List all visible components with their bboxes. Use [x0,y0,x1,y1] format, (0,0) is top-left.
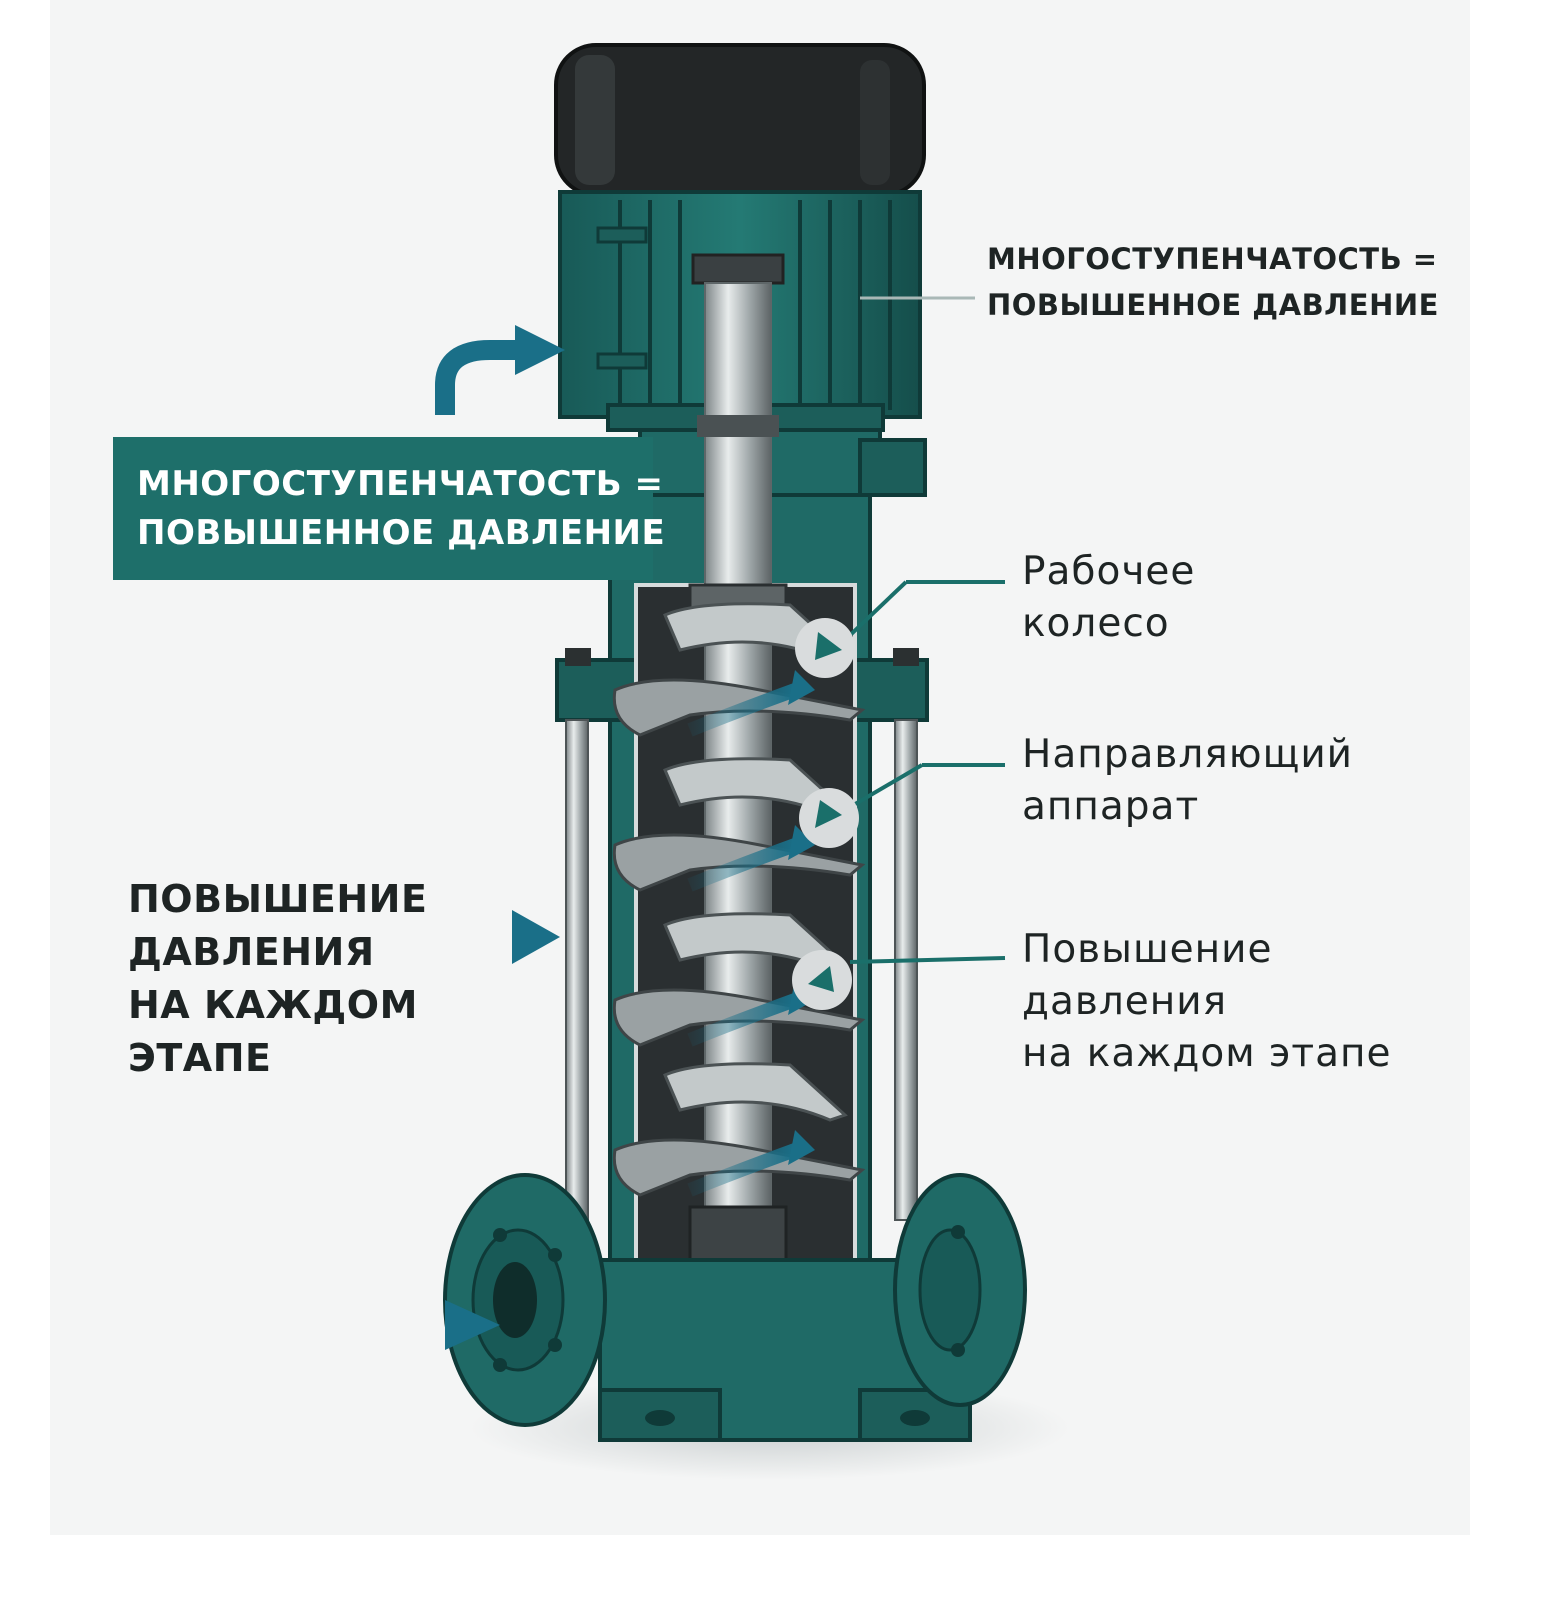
pump-base [598,1258,972,1442]
outlet-flange [893,1173,1027,1407]
motor-curved-arrow [435,325,565,415]
callout-pressure-rise-line-2: давления [1022,979,1228,1024]
callout-pressure-rise-line-3: на каждом этапе [1022,1031,1392,1076]
banner-label-line-1: МНОГОСТУПЕНЧАТОСТЬ = [137,464,664,504]
left-label-line-1: ПОВЫШЕНИЕ [128,877,428,921]
top-right-label: МНОГОСТУПЕНЧАТОСТЬ = ПОВЫШЕННОЕ ДАВЛЕНИЕ [987,236,1439,328]
left-label: ПОВЫШЕНИЕ ДАВЛЕНИЯ НА КАЖДОМ ЭТАПЕ [128,873,427,1085]
motor-cap [554,43,926,197]
callout-impeller-line-1: Рабочее [1022,549,1196,594]
left-label-line-2: ДАВЛЕНИЯ [128,930,375,974]
left-label-line-3: НА КАЖДОМ [128,983,418,1027]
callout-leader-1 [795,580,1005,678]
callout-pressure-rise-line-1: Повышение [1022,927,1273,972]
callout-diffuser-line-2: аппарат [1022,784,1200,829]
callout-diffuser: Направляющий аппарат [1022,729,1353,833]
banner-label: МНОГОСТУПЕНЧАТОСТЬ = ПОВЫШЕННОЕ ДАВЛЕНИЕ [137,460,665,558]
callout-impeller: Рабочее колесо [1022,546,1195,650]
inlet-flange [443,1173,607,1427]
side-arrow [452,910,560,964]
callout-leader-3 [792,950,1006,1010]
motor-bracket [638,428,927,497]
callout-pressure-rise: Повышение давления на каждом этапе [1022,924,1392,1080]
banner-label-line-2: ПОВЫШЕННОЕ ДАВЛЕНИЕ [137,513,666,553]
stage-4 [612,1062,866,1197]
callout-leader-2 [799,763,1005,848]
banner-box [113,437,653,580]
top-right-label-line-1: МНОГОСТУПЕНЧАТОСТЬ = [987,242,1438,276]
top-right-label-line-2: ПОВЫШЕННОЕ ДАВЛЕНИЕ [987,288,1439,322]
callout-diffuser-line-1: Направляющий [1022,732,1354,777]
callout-impeller-line-2: колесо [1022,601,1170,646]
left-label-line-4: ЭТАПЕ [128,1036,272,1080]
inlet-arrow [388,1300,500,1350]
